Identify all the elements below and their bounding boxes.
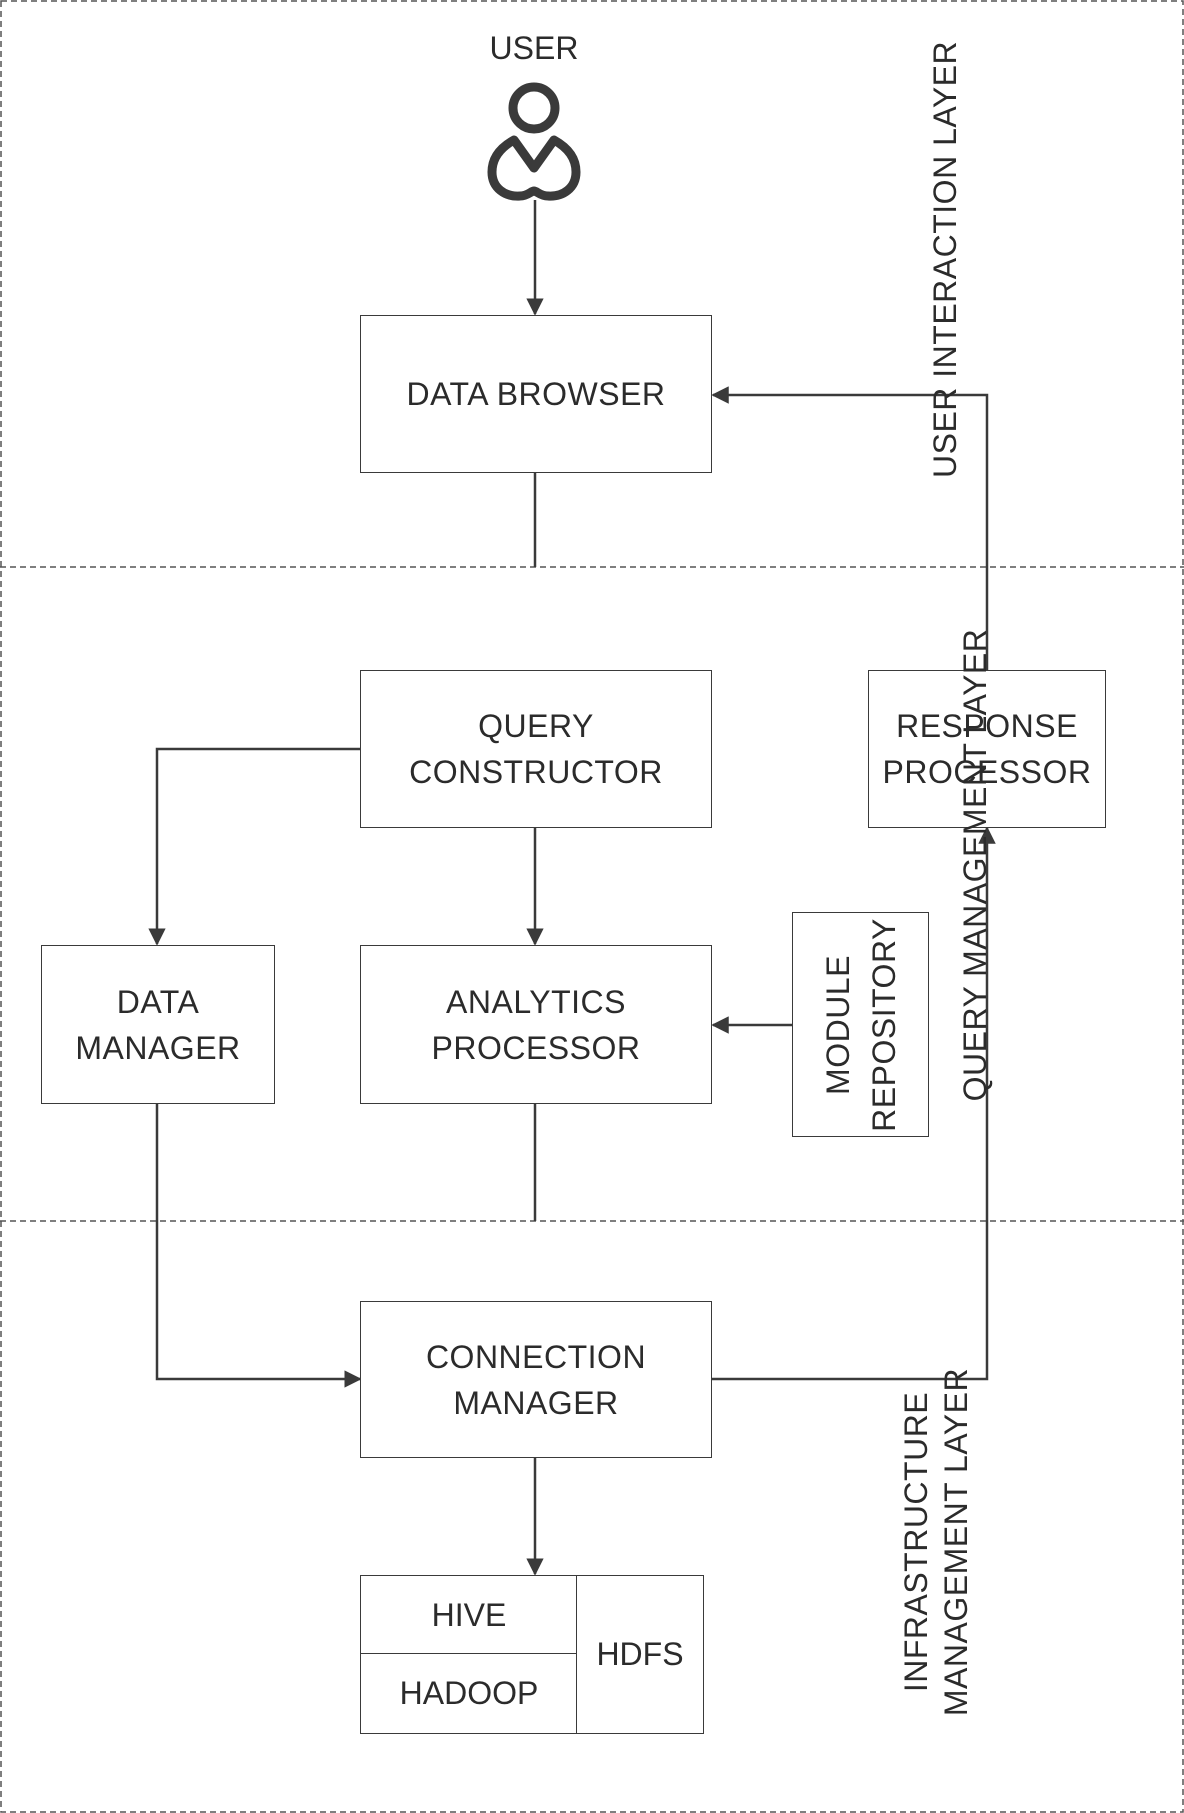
hive-label: HIVE — [431, 1596, 507, 1633]
analytics-processor-label-line2: PROCESSOR — [431, 1029, 641, 1066]
infrastructure-layer-text-line1: INFRASTRUCTURE — [898, 1391, 934, 1693]
data-manager-box: DATA MANAGER — [41, 945, 275, 1104]
arrow-response-to-data-browser — [711, 386, 989, 670]
data-browser-label: DATA BROWSER — [406, 376, 666, 412]
response-processor-label-line2: PROCESSOR — [882, 754, 1092, 790]
response-processor-label-line1: RESPONSE — [896, 708, 1078, 744]
analytics-processor-box: ANALYTICS PROCESSOR — [360, 945, 712, 1104]
query-management-layer-text: QUERY MANAGEMENT LAYER — [957, 628, 993, 1102]
analytics-processor-label-line1: ANALYTICS — [446, 983, 626, 1020]
query-constructor-box: QUERY CONSTRUCTOR — [360, 670, 712, 828]
arrow-data-manager-to-connection — [155, 1104, 362, 1388]
connection-manager-box: CONNECTION MANAGER — [360, 1301, 712, 1458]
query-management-layer-label: QUERY MANAGEMENT LAYER — [955, 625, 995, 1105]
connection-manager-label-line1: CONNECTION — [425, 1338, 647, 1375]
module-repository-label-line1: MODULE — [819, 954, 856, 1095]
user-label: USER — [489, 30, 579, 66]
hdfs-cell: HDFS — [576, 1575, 704, 1734]
user-interaction-layer-label: USER INTERACTION LAYER — [925, 41, 965, 478]
query-constructor-label-line2: CONSTRUCTOR — [409, 754, 663, 790]
module-repository-text: MODULE REPOSITORY — [815, 918, 907, 1132]
hadoop-label: HADOOP — [399, 1675, 539, 1711]
user-icon — [487, 82, 581, 201]
arrow-connection-to-response — [711, 826, 996, 1381]
infrastructure-layer-text-line2: MANAGEMENT LAYER — [938, 1367, 974, 1717]
user-interaction-layer-text: USER INTERACTION LAYER — [927, 40, 963, 478]
hdfs-label: HDFS — [596, 1636, 684, 1672]
module-repository-label-line2: REPOSITORY — [865, 917, 902, 1132]
module-repository-box: MODULE REPOSITORY — [792, 912, 929, 1137]
data-manager-label-line2: MANAGER — [75, 1029, 241, 1066]
hadoop-cell: HADOOP — [360, 1653, 578, 1734]
data-browser-box: DATA BROWSER — [360, 315, 712, 473]
infrastructure-layer-label: INFRASTRUCTURE MANAGEMENT LAYER — [896, 1362, 980, 1722]
arrow-query-to-data-manager — [148, 747, 360, 946]
query-constructor-label-line1: QUERY — [478, 708, 594, 744]
connection-manager-label-line2: MANAGER — [453, 1384, 619, 1421]
response-processor-box: RESPONSE PROCESSOR — [868, 670, 1106, 828]
hive-cell: HIVE — [360, 1575, 578, 1655]
data-manager-label-line1: DATA — [116, 983, 200, 1020]
